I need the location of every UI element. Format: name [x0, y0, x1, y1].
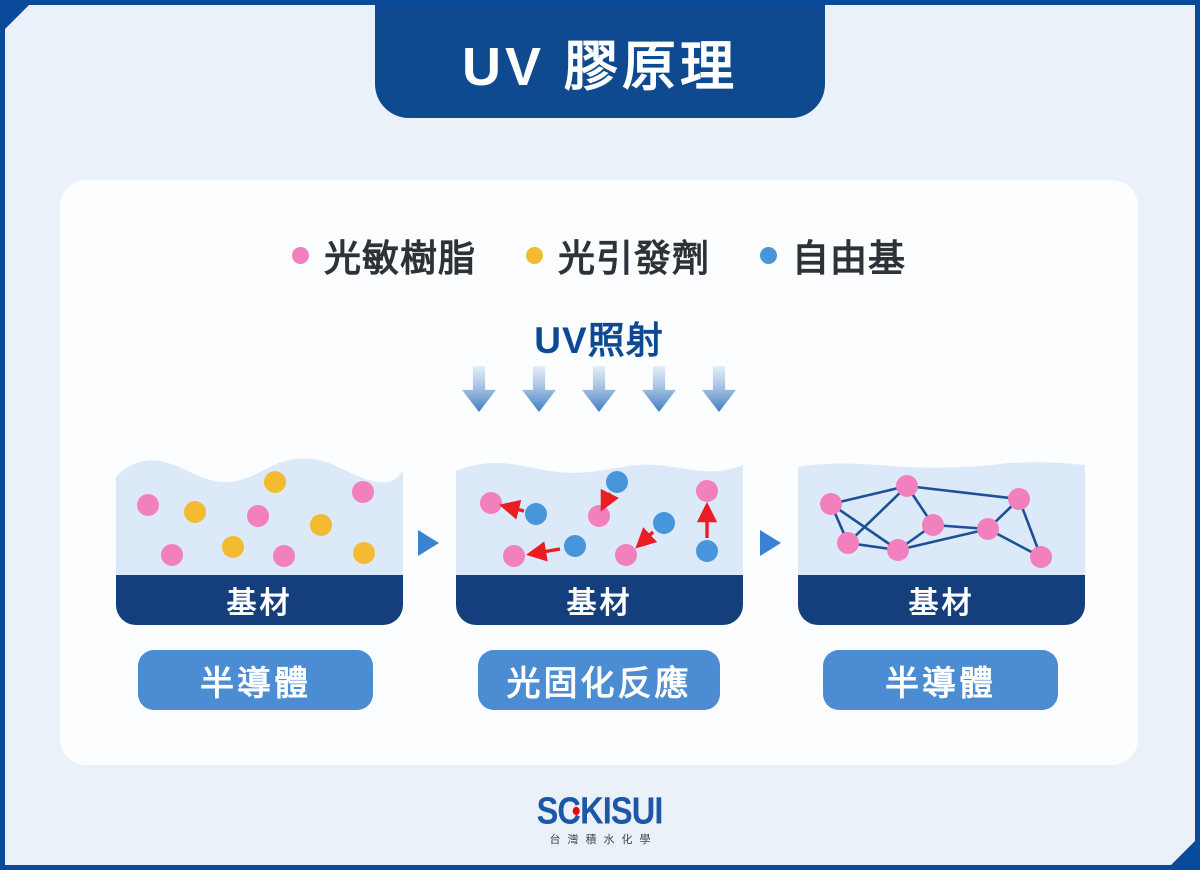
polymer-bond-line	[906, 484, 1020, 501]
resin-molecule-dot	[820, 493, 842, 515]
resin-molecule-dot	[896, 475, 918, 497]
pink-molecule-dot	[480, 492, 502, 514]
panel-before-curing: 基材	[116, 455, 403, 625]
reaction-arrow-icon	[525, 541, 561, 562]
logo-letter-e-with-red-dot-icon: C	[557, 789, 582, 832]
legend-color-dot-icon	[760, 246, 777, 264]
uv-arrow-down-icon	[462, 366, 496, 412]
yellow-molecule-dot	[184, 501, 206, 523]
diagram-card: 光敏樹脂 光引發劑 自由基 UV照射 基材 基材 基材 半導體 光固化反應 半導體	[60, 180, 1138, 765]
pink-molecule-dot	[273, 545, 295, 567]
pink-molecule-dot	[247, 505, 269, 527]
substrate-bar: 基材	[456, 575, 743, 625]
logo-text-s: S	[537, 789, 559, 832]
uv-arrow-down-icon	[642, 366, 676, 412]
pink-molecule-dot	[137, 494, 159, 516]
resin-blob-after	[798, 462, 1085, 575]
uv-arrow-down-icon	[702, 366, 736, 412]
uv-arrow-down-icon	[582, 366, 616, 412]
page-title: UV 膠原理	[461, 37, 739, 97]
panel-after-curing: 基材	[798, 455, 1085, 625]
uv-irradiation-label: UV照射	[534, 320, 664, 361]
yellow-molecule-dot	[264, 471, 286, 493]
resin-molecule-dot	[1030, 546, 1052, 568]
stage-label-semiconductor-right: 半導體	[823, 650, 1058, 710]
blue-molecule-dot	[653, 512, 675, 534]
logo-red-dot-icon	[573, 806, 581, 815]
substrate-bar: 基材	[798, 575, 1085, 625]
blue-molecule-dot	[696, 540, 718, 562]
yellow-molecule-dot	[222, 536, 244, 558]
legend-color-dot-icon	[526, 246, 543, 264]
pink-molecule-dot	[352, 481, 374, 503]
blue-molecule-dot	[564, 535, 586, 557]
resin-blob-during	[456, 463, 743, 575]
arrow-right-icon	[418, 530, 439, 556]
resin-molecule-dot	[887, 539, 909, 561]
legend-item: 自由基	[760, 228, 906, 282]
legend-color-dot-icon	[292, 246, 309, 264]
polymer-bond-line	[847, 485, 908, 544]
blue-molecule-dot	[606, 471, 628, 493]
yellow-molecule-dot	[353, 542, 375, 564]
legend-item: 光敏樹脂	[292, 228, 476, 282]
blue-molecule-dot	[525, 503, 547, 525]
sekisui-subtitle: 台灣積水化學	[549, 834, 658, 846]
resin-blob-before	[116, 458, 403, 575]
pink-molecule-dot	[696, 480, 718, 502]
legend-item: 光引發劑	[526, 228, 710, 282]
reaction-arrow-icon	[600, 488, 619, 512]
reaction-arrow-icon	[499, 499, 525, 520]
resin-molecule-dot	[977, 518, 999, 540]
legend-label: 自由基	[792, 238, 906, 279]
resin-molecule-dot	[922, 514, 944, 536]
uv-arrow-down-icon	[522, 366, 556, 412]
resin-molecule-dot	[837, 532, 859, 554]
substrate-bar: 基材	[116, 575, 403, 625]
legend: 光敏樹脂 光引發劑 自由基	[60, 228, 1138, 282]
logo-text-rest: KISUI	[580, 789, 664, 832]
pink-molecule-dot	[503, 545, 525, 567]
uv-down-arrows	[60, 366, 1138, 412]
polymer-bond-line	[830, 484, 908, 506]
yellow-molecule-dot	[310, 514, 332, 536]
stage-label-semiconductor-left: 半導體	[138, 650, 373, 710]
arrow-right-icon	[760, 530, 781, 556]
polymer-bond-line	[897, 527, 989, 552]
title-banner: UV 膠原理	[375, 5, 825, 118]
resin-molecule-dot	[1008, 488, 1030, 510]
legend-label: 光引發劑	[558, 238, 710, 279]
pink-molecule-dot	[615, 544, 637, 566]
panel-during-curing: 基材	[456, 455, 743, 625]
stage-label-photocuring: 光固化反應	[478, 650, 720, 710]
pink-molecule-dot	[588, 505, 610, 527]
legend-label: 光敏樹脂	[324, 238, 476, 279]
pink-molecule-dot	[161, 544, 183, 566]
reaction-arrow-icon	[635, 527, 658, 549]
